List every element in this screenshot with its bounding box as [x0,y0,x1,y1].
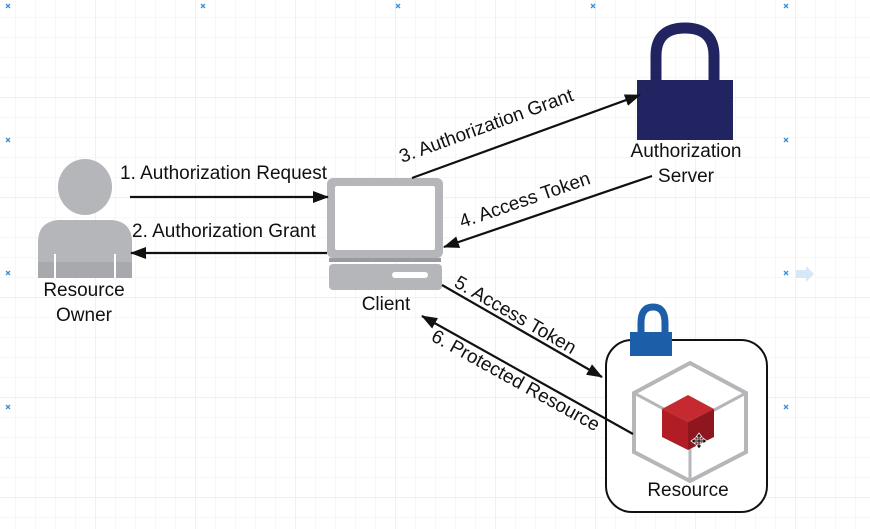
arrow-authorization-grant-to-server[interactable] [411,93,641,180]
client-node[interactable]: Client [327,178,443,315]
selection-handle[interactable] [395,3,401,9]
resource-node[interactable]: Resource [605,303,768,513]
selection-handle[interactable] [590,3,596,9]
label-step-3: 3. Authorization Grant [397,85,578,168]
arrow-protected-resource[interactable] [421,315,634,435]
resource-owner-label-line2: Owner [56,305,113,326]
label-step-1: 1. Authorization Request [120,163,328,184]
resource-label: Resource [647,480,728,501]
connection-arrow-icon[interactable] [796,266,814,282]
selection-handle[interactable] [200,3,206,9]
arrow-access-token-to-resource[interactable] [441,284,603,378]
selection-handle[interactable] [5,404,11,410]
resource-owner-node[interactable]: Resource Owner [38,159,132,326]
selection-handle[interactable] [5,137,11,143]
selection-handle[interactable] [783,404,789,410]
selection-handles [5,3,814,410]
selection-handle[interactable] [783,270,789,276]
selection-handle[interactable] [783,137,789,143]
arrow-access-token-to-client[interactable] [443,174,653,249]
client-label: Client [362,294,411,315]
lock-icon [637,22,733,140]
authorization-server-label: Authorization [631,141,742,162]
move-cursor-icon [690,432,708,450]
computer-icon [327,178,443,290]
small-lock-icon [630,303,672,356]
authorization-server-node[interactable]: Authorization Server [631,22,742,187]
selection-handle[interactable] [783,3,789,9]
label-step-2: 2. Authorization Grant [132,221,316,242]
selection-handle[interactable] [5,3,11,9]
resource-owner-label: Resource [43,280,124,301]
label-step-4: 4. Access Token [457,168,593,232]
person-icon [38,159,132,278]
authorization-server-label-line2: Server [658,166,715,187]
selection-handle[interactable] [5,270,11,276]
resource-cube-icon [632,360,748,484]
flow-arrows [130,93,653,435]
